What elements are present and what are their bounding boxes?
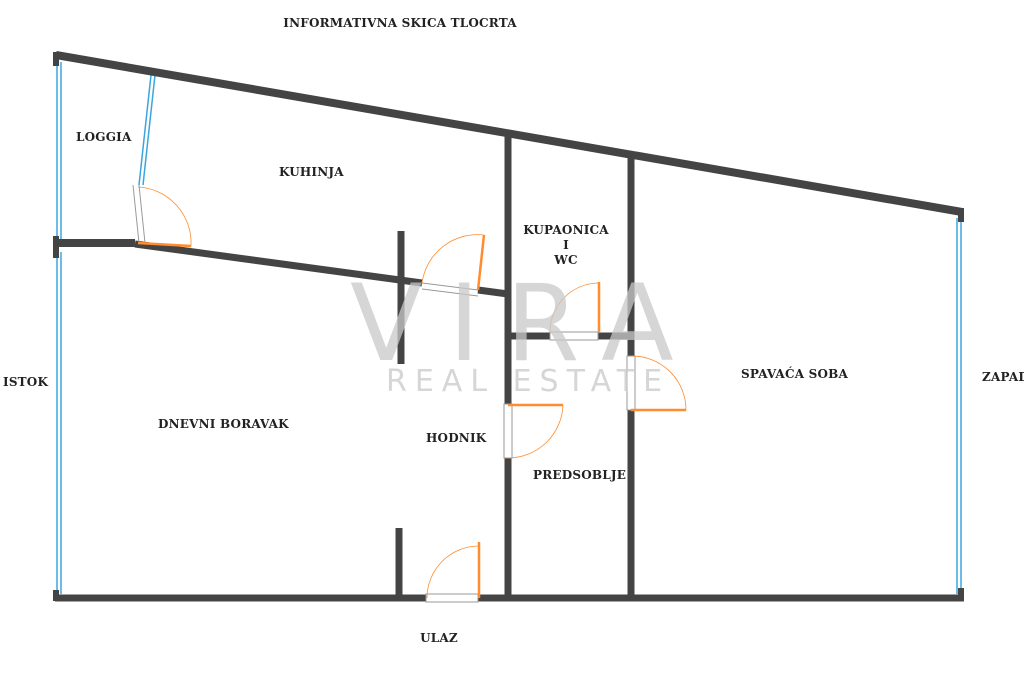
room-label-bedroom: SPAVAĆA SOBA	[741, 367, 848, 381]
room-label-bathroom-line1: KUPAONICA	[523, 223, 609, 237]
plan-title: INFORMATIVNA SKICA TLOCRTA	[283, 16, 517, 30]
walls	[53, 51, 964, 602]
doors	[137, 186, 687, 599]
direction-east-label: ISTOK	[3, 375, 49, 389]
room-label-bathroom-line3: WC	[554, 253, 578, 267]
door-loggia	[137, 241, 192, 248]
watermark-logo: VIRA	[350, 262, 700, 385]
direction-west-label: ZAPAD	[982, 370, 1024, 384]
window-loggia-kitchen	[138, 74, 152, 186]
door-kitchen	[476, 234, 486, 291]
room-label-kitchen: KUHINJA	[279, 165, 344, 179]
watermark-subtitle: REAL ESTATE	[386, 364, 671, 399]
windows	[56, 62, 962, 594]
room-label-hallway: HODNIK	[426, 431, 487, 445]
room-label-bathroom: KUPAONICA I WC	[523, 223, 609, 268]
room-label-loggia: LOGGIA	[76, 130, 132, 144]
room-label-living-room: DNEVNI BORAVAK	[158, 417, 289, 431]
room-label-bathroom-line2: I	[563, 238, 569, 252]
room-label-foyer: PREDSOBLJE	[533, 468, 627, 482]
wall-kitchen-living	[134, 240, 423, 287]
entrance-label: ULAZ	[420, 631, 458, 645]
